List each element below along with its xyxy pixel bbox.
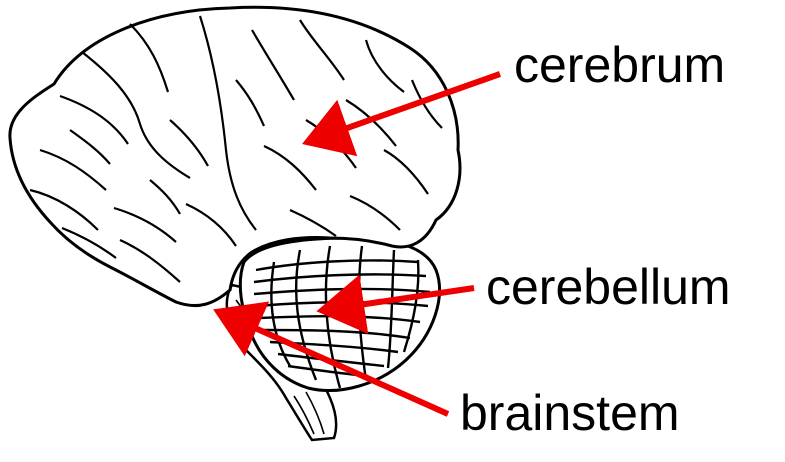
- label-brainstem: brainstem: [460, 385, 680, 441]
- arrow-brainstem: [213, 301, 450, 417]
- label-cerebellum: cerebellum: [486, 259, 731, 315]
- label-cerebrum: cerebrum: [514, 37, 726, 93]
- arrow-cerebrum: [302, 71, 502, 157]
- cerebrum-shape: [8, 5, 462, 307]
- arrow-cerebellum: [316, 274, 475, 334]
